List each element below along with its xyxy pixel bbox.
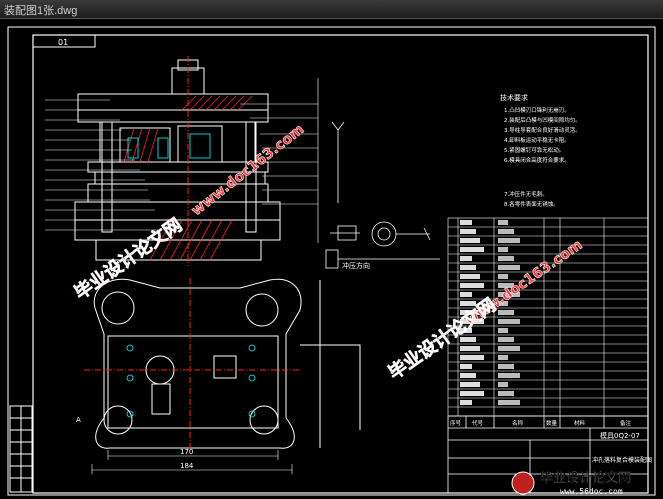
svg-text:3.导柱导套配合良好滑动灵活。: 3.导柱导套配合良好滑动灵活。 <box>504 126 581 134</box>
parts-list-cell <box>498 256 514 261</box>
parts-list-cell <box>460 328 472 333</box>
svg-text:材料: 材料 <box>574 419 586 427</box>
parts-list-cell <box>460 319 484 324</box>
parts-list-cell <box>498 283 514 288</box>
parts-list-cell <box>460 265 476 270</box>
parts-list-cell <box>498 220 508 225</box>
svg-text:4.卸料板运动平稳无卡阻。: 4.卸料板运动平稳无卡阻。 <box>504 136 570 144</box>
part-details <box>127 133 211 159</box>
parts-list-cell <box>498 391 514 396</box>
tag-box <box>32 34 96 48</box>
parts-list-cell <box>460 220 472 225</box>
parts-list-cell <box>460 247 484 252</box>
parts-list-cell <box>498 292 520 297</box>
dim-width-184: 184 <box>180 462 194 470</box>
parts-list-cell <box>460 373 476 378</box>
parts-list-cell <box>460 346 480 351</box>
window-titlebar: 装配图1张.dwg <box>0 0 663 19</box>
parts-list-cell <box>498 265 520 270</box>
footer-logo: 毕业设计论文网 www.56doc.com <box>511 470 631 496</box>
hatch <box>123 95 253 261</box>
view-label-a: A <box>76 416 81 424</box>
svg-text:序号: 序号 <box>450 419 462 427</box>
watermark-url-1: www.doc163.com <box>188 121 308 219</box>
svg-text:代号: 代号 <box>472 419 484 427</box>
parts-list-cell <box>460 364 472 369</box>
parts-list-cells <box>460 220 520 405</box>
logo-icon <box>511 471 535 495</box>
parts-list-rows <box>448 226 648 408</box>
svg-text:1.凸凹模刃口锋利无崩刃。: 1.凸凹模刃口锋利无崩刃。 <box>504 106 570 114</box>
drawing-tag: 01 <box>58 38 68 47</box>
window-title: 装配图1张.dwg <box>4 5 78 17</box>
drawing-code: 模具0Q2-07 <box>600 431 640 440</box>
plan-holes <box>126 344 256 418</box>
svg-text:数量: 数量 <box>546 419 558 427</box>
parts-list-cell <box>460 274 480 279</box>
dim-width-170: 170 <box>180 448 193 456</box>
parts-list-cell <box>460 256 472 261</box>
watermark-cn-2: 毕业设计论文网 <box>384 294 500 385</box>
outer-frame <box>7 26 656 496</box>
watermark-cn-1: 毕业设计论文网 <box>70 214 186 305</box>
parts-list-cell <box>498 364 514 369</box>
svg-text:2.装配后凸模与凹模间隙均匀。: 2.装配后凸模与凹模间隙均匀。 <box>504 116 581 124</box>
leaders-left <box>45 99 160 231</box>
drawing-svg: 01 <box>7 26 656 496</box>
parts-list-cell <box>498 310 514 315</box>
drawing-name: 冲孔落料复合模装配图 <box>592 456 652 464</box>
parts-list-cell <box>498 319 520 324</box>
parts-list-cell <box>460 229 476 234</box>
parts-list-cell <box>460 283 484 288</box>
dimensions <box>91 450 293 474</box>
parts-list-cell <box>498 373 520 378</box>
svg-text:名称: 名称 <box>512 419 524 427</box>
title-block-headers: 序号 代号 名称 数量 材料 备注 <box>450 419 632 427</box>
parts-list-cell <box>460 400 472 405</box>
arrow-label: 冲压方向 <box>342 261 370 270</box>
parts-list-cell <box>498 274 508 279</box>
parts-list-cell <box>498 337 514 342</box>
title-block <box>447 415 649 494</box>
parts-list-cell <box>460 292 472 297</box>
parts-list-cell <box>498 346 520 351</box>
parts-list-cell <box>460 238 480 243</box>
svg-text:5.紧固螺钉可靠无松动。: 5.紧固螺钉可靠无松动。 <box>504 146 564 154</box>
leaders-right <box>240 78 319 243</box>
svg-text:6.模具闭合高度符合要求。: 6.模具闭合高度符合要求。 <box>504 156 570 164</box>
svg-text:备注: 备注 <box>620 419 632 427</box>
parts-list-cell <box>460 310 480 315</box>
left-strip <box>9 405 33 493</box>
parts-list-cell <box>498 355 508 360</box>
svg-text:8.各零件表面无锈蚀。: 8.各零件表面无锈蚀。 <box>504 200 559 208</box>
svg-text:毕业设计论文网: 毕业设计论文网 <box>384 294 500 384</box>
tech-requirements: 技术要求 1.凸凹模刃口锋利无崩刃。 2.装配后凸模与凹模间隙均匀。 3.导柱导… <box>500 93 581 208</box>
svg-text:毕业设计论文网: 毕业设计论文网 <box>70 214 186 304</box>
cad-canvas[interactable]: 01 <box>0 18 663 499</box>
svg-text:www.doc163.com: www.doc163.com <box>189 121 308 219</box>
parts-list-cell <box>498 301 508 306</box>
parts-list-cell <box>498 382 508 387</box>
parts-list-cell <box>460 382 480 387</box>
parts-list-cell <box>460 355 484 360</box>
svg-text:www.56doc.com: www.56doc.com <box>560 487 623 496</box>
parts-list-cell <box>460 301 476 306</box>
parts-list-cell <box>460 391 484 396</box>
parts-list-cell <box>498 400 520 405</box>
svg-text:毕业设计论文网: 毕业设计论文网 <box>540 470 631 486</box>
section-view <box>74 56 281 266</box>
plan-view <box>84 278 361 454</box>
parts-list-cell <box>460 337 476 342</box>
axis-y <box>325 121 440 269</box>
svg-text:技术要求: 技术要求 <box>500 93 528 102</box>
parts-list-cell <box>498 238 520 243</box>
parts-list-cell <box>498 328 508 333</box>
parts-list-cell <box>498 247 508 252</box>
svg-text:7.冲压件无毛刺。: 7.冲压件无毛刺。 <box>504 190 548 198</box>
parts-list-cell <box>498 229 514 234</box>
